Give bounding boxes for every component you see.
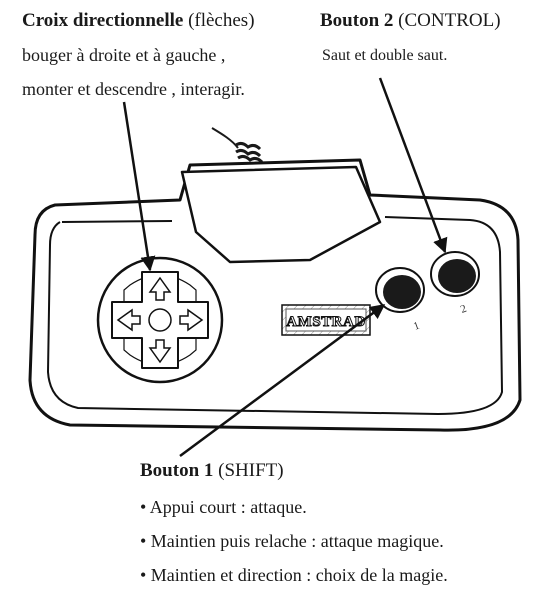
button1-bullet-1: • Appui court : attaque. — [140, 497, 307, 517]
fire-button-1: 1 — [375, 267, 425, 333]
controller-cable — [211, 127, 264, 164]
dpad-heading: Croix directionnelle (flèches) — [22, 10, 255, 32]
arrow-left-icon — [116, 308, 141, 332]
arrow-down-icon — [148, 339, 172, 364]
button1-callout-arrow — [179, 303, 386, 458]
button2-desc: Saut et double saut. — [322, 47, 448, 64]
dpad-callout-arrow — [122, 101, 156, 272]
button2-title-note: (CONTROL) — [398, 10, 501, 31]
dpad-title-note: (flèches) — [188, 10, 255, 31]
button-1-marking: 1 — [412, 320, 421, 333]
button1-bullet-2: • Maintien puis relache : attaque magiqu… — [140, 531, 444, 551]
arrow-right-icon — [179, 308, 204, 332]
dpad — [96, 256, 224, 384]
button-2-marking: 2 — [459, 303, 468, 316]
arrow-up-icon — [148, 276, 172, 301]
button1-bullet-3: • Maintien et direction : choix de la ma… — [140, 565, 448, 585]
button2-title: Bouton 2 — [320, 10, 394, 31]
button1-title-note: (SHIFT) — [218, 460, 284, 481]
brand-plate: AMSTRAD — [281, 304, 371, 336]
button2-heading: Bouton 2 (CONTROL) — [320, 10, 501, 32]
dpad-title: Croix directionnelle — [22, 10, 184, 31]
dpad-line-2: monter et descendre , interagir. — [22, 79, 245, 99]
brand-logo: AMSTRAD — [286, 314, 365, 330]
button1-heading: Bouton 1 (SHIFT) — [140, 460, 284, 482]
dpad-line-1: bouger à droite et à gauche , — [22, 45, 226, 65]
button2-callout-arrow — [378, 77, 448, 254]
fire-button-2: 2 — [430, 251, 480, 316]
button1-title: Bouton 1 — [140, 460, 214, 481]
